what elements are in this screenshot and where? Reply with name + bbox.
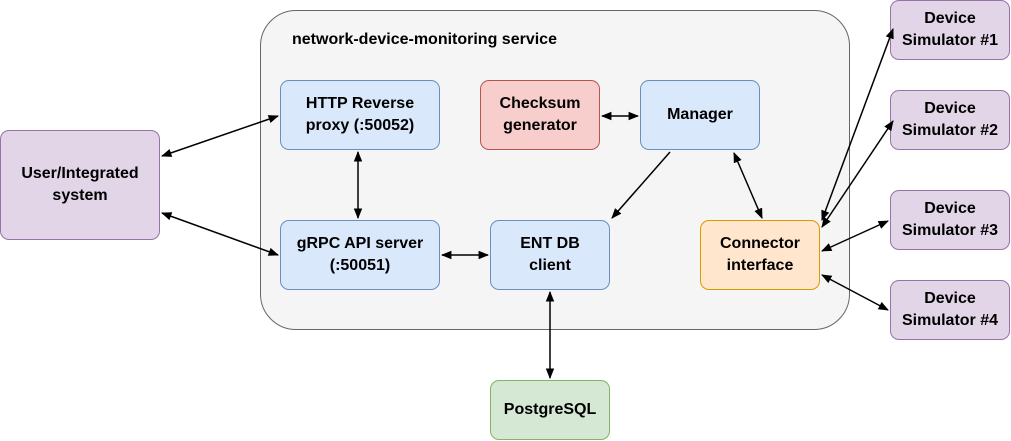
device-simulator-3-node: Device Simulator #3 [890,190,1010,250]
manager-label: Manager [667,106,733,123]
grpc-api-server-node: gRPC API server (:50051) [280,220,440,290]
checksum-label: Checksum generator [499,95,581,134]
http-reverse-proxy-node: HTTP Reverse proxy (:50052) [280,80,440,150]
user-node-label: User/Integrated system [21,165,139,204]
device-simulator-2-node: Device Simulator #2 [890,90,1010,150]
http-proxy-label: HTTP Reverse proxy (:50052) [305,95,415,134]
grpc-label: gRPC API server (:50051) [296,235,424,274]
ent-db-client-node: ENT DB client [490,220,610,290]
checksum-generator-node: Checksum generator [480,80,600,150]
connector-label: Connector interface [720,235,800,274]
device-simulator-1-node: Device Simulator #1 [890,0,1010,60]
sim1-label: Device Simulator #1 [901,10,999,49]
postgres-label: PostgreSQL [503,401,597,418]
sim3-label: Device Simulator #3 [901,200,999,239]
postgresql-node: PostgreSQL [490,380,610,440]
service-title: network-device-monitoring service [292,31,557,48]
sim2-label: Device Simulator #2 [901,100,999,139]
user-integrated-system-node: User/Integrated system [0,130,160,240]
sim4-label: Device Simulator #4 [901,290,999,329]
connector-interface-node: Connector interface [700,220,820,290]
device-simulator-4-node: Device Simulator #4 [890,280,1010,340]
ent-db-label: ENT DB client [520,235,580,274]
manager-node: Manager [640,80,760,150]
